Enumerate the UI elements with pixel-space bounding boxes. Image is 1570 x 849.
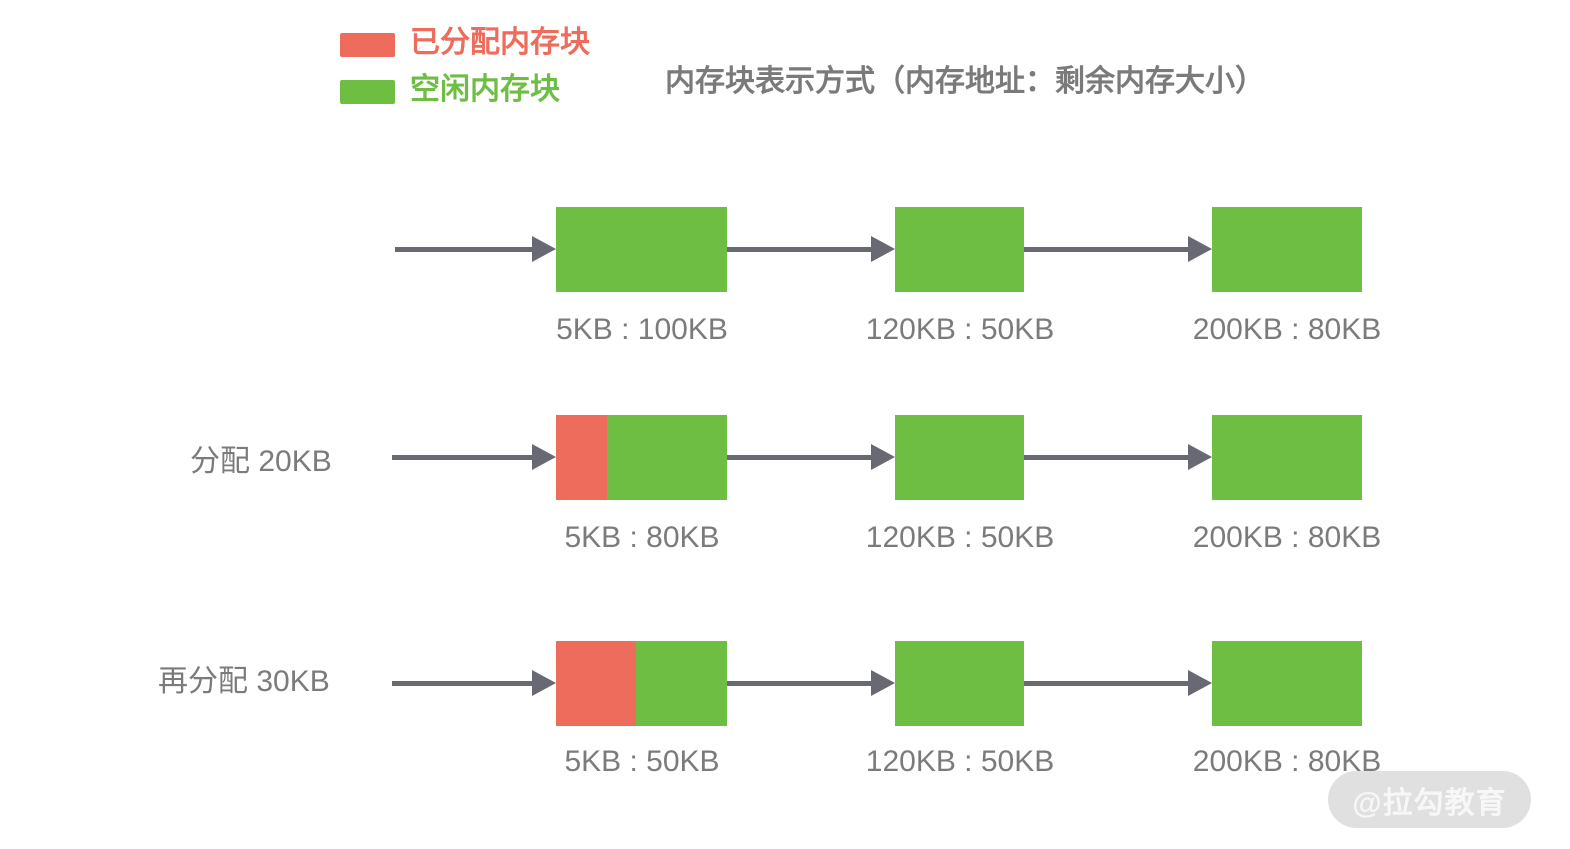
row-action-label: 分配 20KB [190, 445, 332, 478]
arrow-head-icon [532, 236, 556, 262]
arrow-line [395, 247, 532, 252]
memory-block [895, 415, 1024, 500]
arrow-head-icon [1188, 444, 1212, 470]
arrow-line [727, 455, 871, 460]
legend-free-label: 空闲内存块 [410, 73, 560, 106]
memory-block [895, 207, 1024, 292]
memory-block-label: 5KB : 50KB [564, 745, 720, 778]
allocated-region [556, 641, 637, 726]
arrow-line [1024, 681, 1188, 686]
allocated-block-swatch-icon [340, 33, 395, 57]
free-block-swatch-icon [340, 80, 395, 104]
watermark-badge: @拉勾教育 [1328, 771, 1531, 828]
diagram-title: 内存块表示方式（内存地址：剩余内存大小） [665, 65, 1265, 98]
arrow-head-icon [871, 444, 895, 470]
arrow-head-icon [1188, 670, 1212, 696]
memory-block [556, 207, 727, 292]
arrow-head-icon [871, 670, 895, 696]
legend-allocated-label: 已分配内存块 [410, 26, 590, 59]
row-action-label: 再分配 30KB [158, 665, 330, 698]
memory-block-label: 200KB : 80KB [1192, 521, 1382, 554]
memory-block-label: 5KB : 80KB [564, 521, 720, 554]
arrow-head-icon [532, 670, 556, 696]
allocated-region [556, 415, 608, 500]
memory-block [1212, 207, 1362, 292]
memory-block-label: 120KB : 50KB [865, 745, 1055, 778]
memory-block [895, 641, 1024, 726]
memory-block [1212, 641, 1362, 726]
watermark-text: @拉勾教育 [1352, 786, 1507, 820]
arrow-line [392, 681, 532, 686]
memory-block [556, 415, 727, 500]
arrow-line [1024, 247, 1188, 252]
arrow-line [392, 455, 532, 460]
memory-block [1212, 415, 1362, 500]
arrow-head-icon [871, 236, 895, 262]
arrow-line [727, 681, 871, 686]
memory-block-label: 200KB : 80KB [1192, 313, 1382, 346]
arrow-head-icon [532, 444, 556, 470]
arrow-line [1024, 455, 1188, 460]
memory-block [556, 641, 727, 726]
memory-block-label: 120KB : 50KB [865, 521, 1055, 554]
memory-block-label: 200KB : 80KB [1192, 745, 1382, 778]
arrow-line [727, 247, 871, 252]
arrow-head-icon [1188, 236, 1212, 262]
memory-block-label: 120KB : 50KB [865, 313, 1055, 346]
memory-block-label: 5KB : 100KB [556, 313, 728, 346]
